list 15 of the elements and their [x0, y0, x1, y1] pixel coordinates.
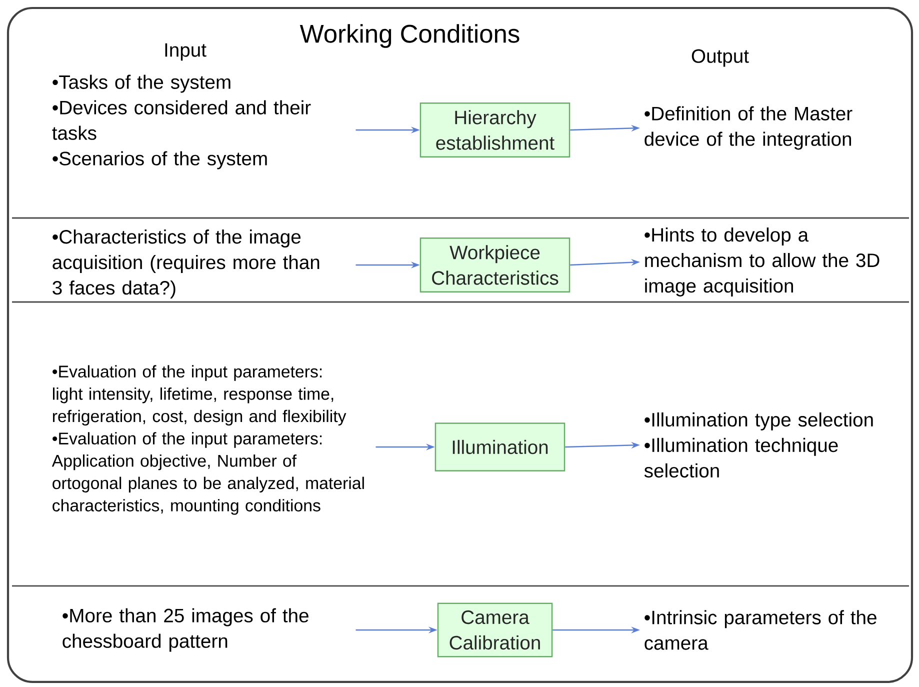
process-box: Workpiece Characteristics — [420, 238, 570, 292]
output-text: •Definition of the Master device of the integration — [644, 106, 852, 150]
input-text: •More than 25 images of the chessboard pattern — [62, 608, 308, 652]
input-text: •Tasks of the system •Devices considered and their tasks •Scenarios of the system — [52, 74, 311, 170]
output-text: •Hints to develop a mechanism to allow the 3D image acquisition — [644, 228, 880, 296]
process-box: Hierarchy establishment — [420, 102, 570, 158]
process-box: Camera Calibration — [437, 602, 553, 658]
output-text: •Illumination type selection •Illumination technique selection — [644, 412, 873, 478]
column-header: Input — [165, 43, 206, 61]
title: Working Conditions — [300, 24, 520, 48]
input-text: •Characteristics of the image acquisition (requires more than 3 faces data?) — [52, 230, 320, 298]
output-text: •Intrinsic parameters of the camera — [644, 610, 876, 650]
column-header: Output — [692, 49, 749, 67]
process-box: Illumination — [434, 422, 566, 472]
input-text: •Evaluation of the input parameters: light intensity, lifetime, response time, refrigeration, cost, design and flexibility •Evaluation of the input parameters: Application objective, Number of ortogonal planes to be analyzed, material characteristics, mounting conditions — [52, 365, 364, 515]
